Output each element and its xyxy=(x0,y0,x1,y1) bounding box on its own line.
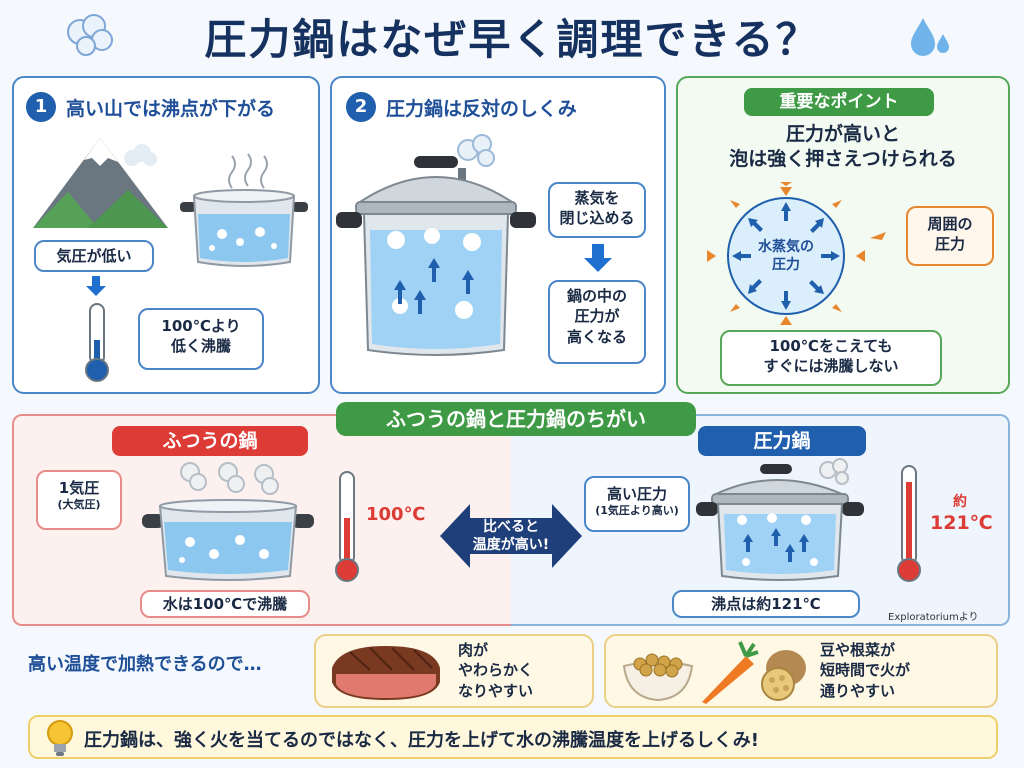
normal-pressure-line1: 1気圧 xyxy=(58,479,100,497)
panel2-title: 圧力鍋は反対のしくみ xyxy=(386,98,577,120)
thermometer-icon xyxy=(85,303,109,382)
small-pressure-cooker-icon xyxy=(696,458,864,581)
beans-bowl-icon xyxy=(622,653,694,702)
summary-text: 圧力鍋は、強く火を当てるのではなく、圧力を上げて水の沸騰温度を上げるしくみ! xyxy=(84,730,759,751)
high-pressure-box: 高い圧力 (1気圧より高い) xyxy=(584,476,690,532)
lower-boiling-bubble: 100℃より 低く沸騰 xyxy=(138,308,264,370)
low-pressure-label: 気圧が低い xyxy=(34,240,154,272)
pressure-cooker-temp-value: 121℃ xyxy=(930,511,993,534)
pressure-cooker-icon xyxy=(336,134,536,356)
compare-note-line2: 温度が高い! xyxy=(472,537,550,554)
lightbulb-icon xyxy=(47,720,73,756)
benefits-lead: 高い温度で加熱できるので… xyxy=(28,654,262,675)
mountain-icon xyxy=(33,138,168,228)
high-pressure-line2: (1気圧より高い) xyxy=(595,504,679,518)
step-number-2: 2 xyxy=(346,92,376,122)
key-point-headline: 圧力が高いと 泡は強く押さえつけられる xyxy=(676,122,1010,171)
vapor-pressure-line2: 圧力 xyxy=(772,257,800,274)
vegetables-text: 豆や根菜が 短時間で火が 通りやすい xyxy=(820,640,910,701)
lower-boiling-line1: 100℃より xyxy=(161,317,241,335)
meat-text: 肉が やわらかく なりやすい xyxy=(458,640,533,701)
compare-note: 比べると 温度が高い! xyxy=(462,518,560,554)
pot-icon xyxy=(180,153,308,267)
normal-boil-caption: 水は100℃で沸騰 xyxy=(140,590,310,618)
vapor-pressure-line1: 水蒸気の xyxy=(758,239,814,255)
arrow-down-icon xyxy=(86,276,106,296)
source-credit: Exploratoriumより xyxy=(888,612,979,623)
thermometer-121-icon xyxy=(897,465,921,582)
pressure-rises-box: 鍋の中の 圧力が 高くなる xyxy=(548,280,646,364)
steam-icon xyxy=(67,14,113,56)
vegetables-line2: 短時間で火が xyxy=(820,661,911,680)
normal-pot-icon xyxy=(142,462,314,581)
meat-line2: やわらかく xyxy=(458,661,534,680)
meat-line1: 肉が xyxy=(458,641,489,659)
normal-pressure-line2: (大気圧) xyxy=(57,498,101,512)
vegetables-line3: 通りやすい xyxy=(820,681,896,700)
key-point-headline-line2: 泡は強く押さえつけられる xyxy=(729,147,957,170)
trap-steam-box: 蒸気を 閉じ込める xyxy=(548,182,646,238)
normal-pressure-box: 1気圧 (大気圧) xyxy=(36,470,122,530)
not-boil-line2: すぐには沸騰しない xyxy=(763,357,899,376)
key-point-headline-line1: 圧力が高いと xyxy=(785,123,900,145)
not-boil-line1: 100℃をこえても xyxy=(769,337,893,355)
step-number-1: 1 xyxy=(26,92,56,122)
root-vegetable-icon xyxy=(761,650,806,701)
pressure-rises-line2: 圧力が xyxy=(574,307,620,326)
trap-steam-line2: 閉じ込める xyxy=(559,209,635,228)
surrounding-pressure-line1: 周囲の xyxy=(927,215,973,233)
comparison-banner: ふつうの鍋と圧力鍋のちがい xyxy=(336,402,696,436)
meat-line3: なりやすい xyxy=(458,681,534,700)
vapor-bubble-diagram xyxy=(707,182,886,325)
not-boil-note: 100℃をこえても すぐには沸騰しない xyxy=(720,330,942,386)
compare-double-arrow xyxy=(440,504,582,568)
trap-steam-line1: 蒸気を xyxy=(574,189,620,207)
pressure-cooker-label: 圧力鍋 xyxy=(698,426,866,456)
key-point-badge: 重要なポイント xyxy=(744,88,934,116)
normal-pot-label: ふつうの鍋 xyxy=(112,426,308,456)
cloud-icon xyxy=(124,144,157,166)
summary-bar xyxy=(28,715,998,759)
surrounding-pressure-line2: 圧力 xyxy=(934,235,965,254)
vegetables-line1: 豆や根菜が xyxy=(820,641,896,659)
thermometer-100-icon xyxy=(335,471,359,582)
lower-boiling-line2: 低く沸騰 xyxy=(170,337,231,356)
panel1-title: 高い山では沸点が下がる xyxy=(66,98,276,120)
vapor-pressure-label: 水蒸気の 圧力 xyxy=(756,238,816,274)
surrounding-pressure-box: 周囲の 圧力 xyxy=(906,206,994,266)
pressure-boil-caption: 沸点は約121℃ xyxy=(672,590,860,618)
droplet-icon xyxy=(911,18,949,56)
page-title: 圧力鍋はなぜ早く調理できる？ xyxy=(204,15,820,64)
normal-temp: 100℃ xyxy=(366,504,426,525)
steak-icon xyxy=(332,646,440,700)
pressure-rises-line3: 高くなる xyxy=(566,327,627,346)
compare-note-line1: 比べると xyxy=(483,519,539,535)
high-pressure-line1: 高い圧力 xyxy=(606,485,667,503)
pressure-cooker-temp: 約 121℃ xyxy=(930,494,993,535)
carrot-icon xyxy=(702,641,759,704)
pressure-cooker-temp-prefix: 約 xyxy=(953,494,967,510)
arrow-down-icon xyxy=(584,244,612,272)
pressure-rises-line1: 鍋の中の xyxy=(566,287,627,305)
